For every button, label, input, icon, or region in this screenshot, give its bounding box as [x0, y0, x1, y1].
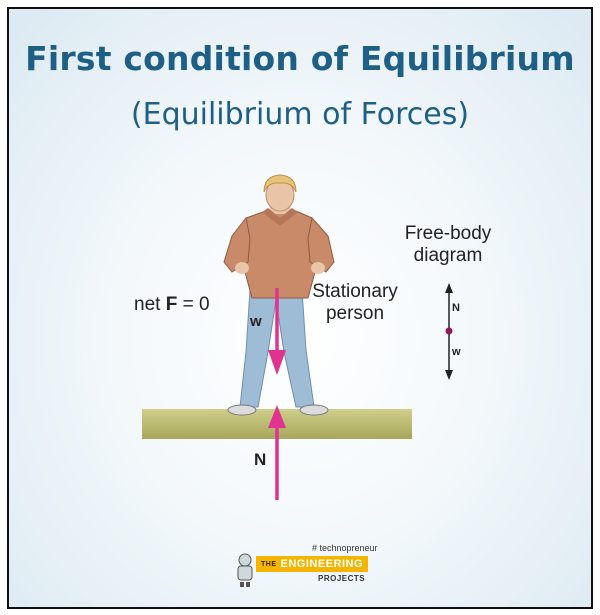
logo-tagline: # technopreneur	[312, 543, 378, 553]
free-body-point	[445, 327, 453, 335]
normal-force-label: N	[254, 450, 267, 469]
stationary-person-label: Stationary person	[312, 281, 398, 324]
diagram-title: First condition of Equilibrium	[25, 39, 575, 78]
diagram-frame: First condition of Equilibrium (Equilibr…	[7, 7, 593, 609]
weight-arrow	[268, 288, 286, 375]
logo-banner: THE ENGINEERING	[256, 556, 368, 572]
logo-name: ENGINEERING	[280, 558, 363, 570]
net-force-label: net F = 0	[134, 294, 210, 315]
logo-the: THE	[260, 560, 277, 568]
free-body-normal-label: N	[452, 302, 460, 314]
diagram-subtitle: (Equilibrium of Forces)	[130, 97, 470, 132]
person-figure	[223, 174, 335, 416]
free-body-diagram-label: Free-body diagram	[404, 223, 492, 266]
free-body-diagram	[445, 283, 453, 380]
logo-robot-icon	[237, 553, 253, 587]
logo-subtitle: PROJECTS	[318, 574, 366, 583]
free-body-weight-label: w	[452, 346, 461, 358]
normal-force-arrow	[268, 405, 286, 500]
weight-label: w	[250, 313, 262, 330]
